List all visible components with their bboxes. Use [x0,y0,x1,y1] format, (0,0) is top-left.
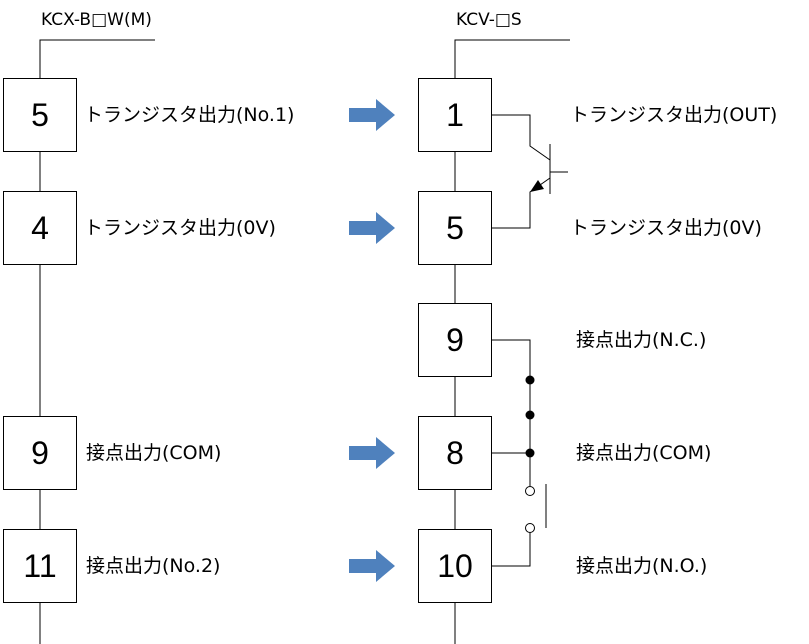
relay-contact-wiring [492,339,547,567]
right-terminal-box: 8 [418,416,492,490]
right-terminal-label: 接点出力(N.C.) [576,329,707,351]
arrow-icon [349,550,395,582]
right-terminal-label: 接点出力(COM) [576,442,712,464]
arrow-icon [349,212,395,244]
arrow-icon [349,437,395,469]
transistor-symbol [492,114,568,229]
arrow-icon [349,99,395,131]
right-terminal-box: 5 [418,191,492,265]
left-terminal-label: トランジスタ出力(0V) [84,217,276,239]
right-model-title: KCV-□S [456,10,522,30]
left-model-title: KCX-B□W(M) [41,10,152,30]
right-header-line [454,39,570,78]
left-terminal-box: 5 [3,78,77,152]
left-terminal-box: 9 [3,416,77,490]
left-terminal-label: 接点出力(COM) [86,442,222,464]
left-terminal-box: 11 [3,529,77,603]
left-terminal-label: 接点出力(No.2) [86,555,221,577]
right-terminal-box: 10 [418,529,492,603]
contact-terminal-open [525,523,535,533]
right-terminal-box: 9 [418,303,492,377]
right-terminal-label: トランジスタ出力(0V) [570,217,762,239]
junction-dot [525,375,535,385]
junction-dot [525,410,535,420]
right-terminal-label: トランジスタ出力(OUT) [570,104,778,126]
contact-terminal-open [525,486,535,496]
right-terminal-label: 接点出力(N.O.) [576,555,708,577]
left-terminal-box: 4 [3,191,77,265]
right-terminal-box: 1 [418,78,492,152]
junction-dot [525,448,535,458]
left-terminal-label: トランジスタ出力(No.1) [84,104,295,126]
transistor-emitter-arrow [530,180,544,192]
left-header-line [39,39,155,78]
